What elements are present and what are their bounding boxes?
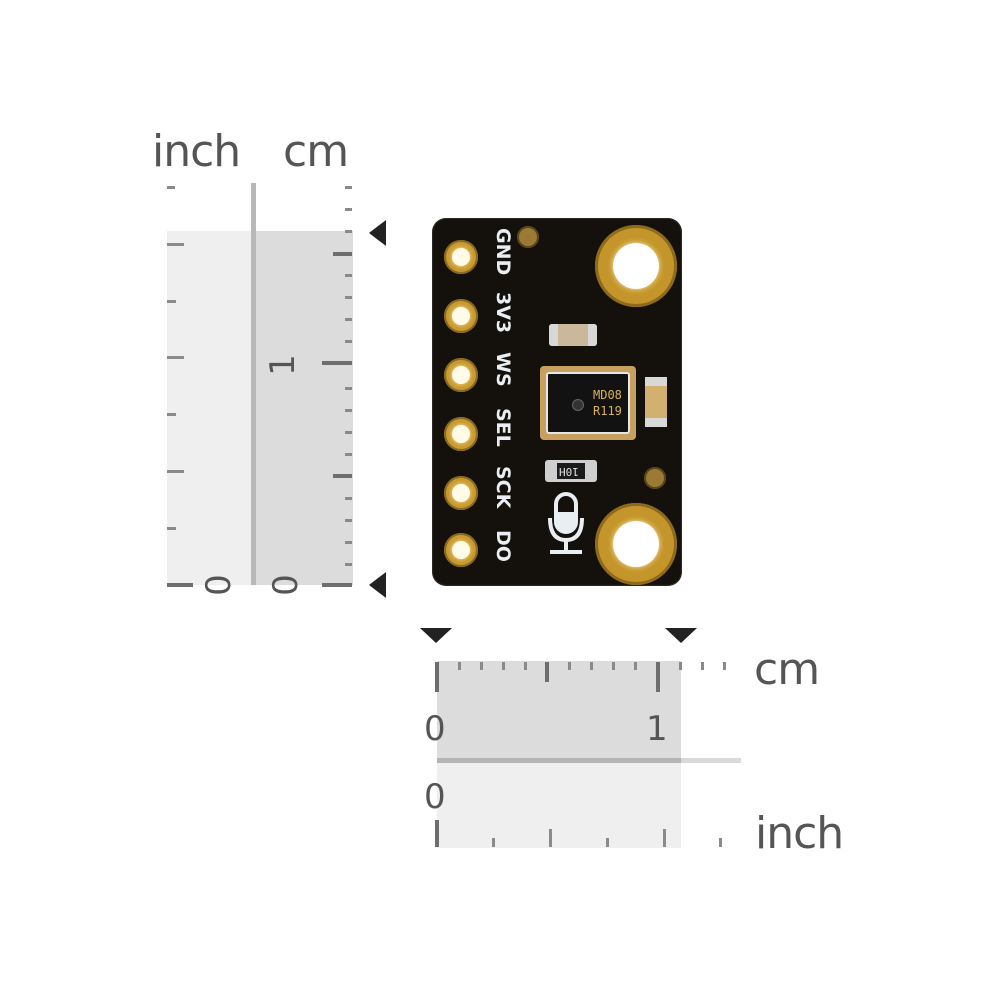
capacitor-right (645, 377, 667, 427)
inch-tick (167, 413, 176, 416)
chip-marking-line1: MD08 (593, 388, 622, 402)
horizontal-cm-zero-label: 0 (424, 709, 446, 749)
cm-tick (568, 662, 571, 670)
cm-tick (590, 662, 593, 670)
horizontal-inch-scale (437, 763, 681, 848)
cm-tick-one (322, 361, 352, 365)
right-edge-marker-icon (665, 628, 697, 643)
cm-tick (345, 497, 352, 500)
horizontal-inch-label: inch (755, 808, 844, 859)
cm-tick-zero (322, 583, 352, 587)
cm-tick (345, 409, 352, 412)
vertical-inch-label: inch (152, 126, 241, 177)
microphone-icon (548, 492, 584, 554)
pin-sel-pad (444, 417, 478, 451)
inch-tick (167, 470, 184, 473)
cm-tick-half (333, 252, 352, 256)
cm-tick (502, 662, 505, 670)
horizontal-divider (437, 758, 681, 763)
mems-mic-chip: MD08 R119 (540, 366, 636, 440)
inch-tick (492, 838, 495, 847)
horizontal-inch-zero-label: 0 (424, 777, 446, 817)
inch-tick (719, 838, 722, 847)
sound-port-icon (572, 399, 584, 411)
pin-gnd-pad (444, 240, 478, 274)
pin-sck-pad (444, 476, 478, 510)
cm-tick (345, 563, 352, 566)
pin-label-3v3: 3V3 (492, 292, 514, 334)
mounting-hole-top (595, 225, 677, 307)
inch-tick (167, 300, 176, 303)
pin-label-ws: WS (492, 352, 514, 387)
horizontal-divider-extension (681, 758, 741, 763)
inch-tick (167, 243, 184, 246)
vertical-divider (251, 183, 256, 585)
cm-tick (345, 274, 352, 277)
cm-tick (345, 296, 352, 299)
horizontal-cm-scale (437, 661, 681, 758)
cm-tick (345, 431, 352, 434)
vertical-inch-zero-label: 0 (198, 574, 239, 596)
cm-tick (345, 208, 352, 211)
cm-tick (345, 387, 352, 390)
top-edge-marker-icon (369, 220, 386, 246)
vertical-inch-scale (167, 231, 253, 585)
pin-ws-pad (444, 358, 478, 392)
horizontal-cm-label: cm (754, 644, 820, 695)
left-edge-marker-icon (420, 628, 452, 643)
cm-tick (345, 186, 352, 189)
resistor-marking: 10H (559, 465, 579, 478)
pin-3v3-pad (444, 299, 478, 333)
pin-label-gnd: GND (492, 228, 514, 276)
cm-tick-zero (435, 662, 439, 692)
pin-label-do: DO (492, 530, 514, 562)
cm-tick (480, 662, 483, 670)
cm-tick (458, 662, 461, 670)
cm-tick (345, 453, 352, 456)
inch-tick-zero (167, 583, 193, 587)
bottom-edge-marker-icon (369, 572, 386, 598)
inch-tick (167, 527, 176, 530)
cm-tick (345, 318, 352, 321)
vertical-cm-label: cm (283, 126, 349, 177)
cm-tick (612, 662, 615, 670)
resistor: 10H (545, 460, 597, 482)
pin-label-sel: SEL (492, 408, 514, 447)
vertical-cm-one-label: 1 (262, 354, 303, 376)
inch-tick (167, 186, 175, 189)
cm-tick (524, 662, 527, 670)
cm-tick (345, 230, 352, 233)
cm-tick (345, 541, 352, 544)
horizontal-cm-one-label: 1 (646, 709, 668, 749)
vertical-cm-scale (255, 231, 353, 585)
inch-tick-zero (435, 820, 439, 847)
pin-label-sck: SCK (492, 466, 514, 509)
cm-tick-half (545, 662, 549, 682)
via-pad-top (517, 226, 539, 248)
cm-tick (723, 662, 726, 670)
mounting-hole-bottom (595, 503, 677, 585)
cm-tick-half (333, 474, 352, 478)
cm-tick (679, 662, 682, 670)
cm-tick (634, 662, 637, 670)
vertical-cm-zero-label: 0 (265, 574, 306, 596)
capacitor-top (549, 324, 597, 346)
cm-tick-one (656, 662, 660, 692)
chip-marking-line2: R119 (593, 404, 622, 418)
cm-tick (345, 340, 352, 343)
via-pad-right (644, 467, 666, 489)
cm-tick (345, 519, 352, 522)
inch-tick (167, 356, 184, 359)
inch-tick (663, 829, 666, 847)
inch-tick (606, 838, 609, 847)
inch-tick (549, 829, 552, 847)
cm-tick (701, 662, 704, 670)
pin-do-pad (444, 533, 478, 567)
